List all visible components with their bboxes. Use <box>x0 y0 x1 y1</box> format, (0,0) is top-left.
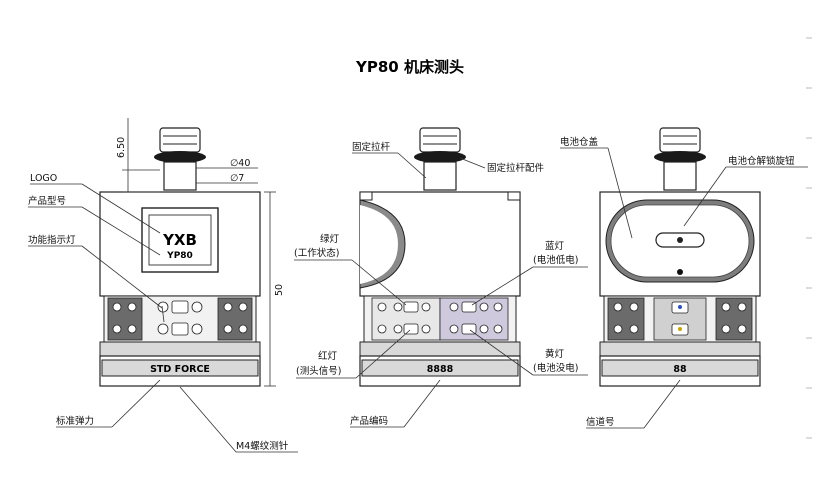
side-shank <box>419 127 461 153</box>
label-serial: 产品编码 <box>350 415 388 427</box>
label-cover: 电池仓盖 <box>560 136 599 148</box>
label-lock: 电池仓解锁旋钮 <box>728 155 795 167</box>
edge-ticks <box>806 37 812 439</box>
side-oring <box>414 151 466 163</box>
dim-total-height: 50 <box>274 284 285 296</box>
label-blue-2: (电池低电) <box>533 254 578 266</box>
front-dimensions: 6.50 ∅40 ∅7 50 <box>116 118 285 387</box>
label-rod-part: 固定拉杆配件 <box>487 162 545 174</box>
label-red-1: 红灯 <box>318 350 338 362</box>
side-labels: 固定拉杆 固定拉杆配件 绿灯 (工作状态) 蓝灯 (电池低电) 红灯 (测头信号… <box>294 141 588 428</box>
label-indicator: 功能指示灯 <box>28 234 76 246</box>
label-channel: 信道号 <box>586 416 615 428</box>
back-band-text: 88 <box>673 364 687 375</box>
label-model: 产品型号 <box>28 195 66 207</box>
model-text: YP80 <box>166 251 193 261</box>
label-green-1: 绿灯 <box>320 233 340 245</box>
front-shank <box>159 127 201 153</box>
front-led-cells <box>112 300 248 336</box>
front-band-top <box>99 341 261 357</box>
dim-diameter-small: ∅7 <box>230 173 244 184</box>
back-labels: 电池仓盖 电池仓解锁旋钮 信道号 <box>560 136 808 429</box>
back-view: 88 <box>599 127 761 387</box>
dim-top-height: 6.50 <box>116 137 127 158</box>
side-band-text: 8888 <box>427 364 454 375</box>
back-shank <box>659 127 701 153</box>
back-led-cells <box>613 301 747 336</box>
side-led-cells <box>377 301 503 335</box>
label-force: 标准弹力 <box>56 415 94 427</box>
label-red-2: (测头信号) <box>296 365 341 377</box>
back-neck <box>663 161 697 191</box>
front-oring <box>154 151 206 163</box>
front-neck <box>163 161 197 191</box>
label-yellow-2: (电池没电) <box>533 362 578 374</box>
dim-diameter-large: ∅40 <box>230 158 250 169</box>
label-blue-1: 蓝灯 <box>545 240 565 252</box>
front-band-text: STD FORCE <box>150 364 210 375</box>
logo-text: YXB <box>162 231 197 249</box>
diagram-title: YP80 机床测头 <box>355 58 464 76</box>
label-yellow-1: 黄灯 <box>545 348 565 360</box>
back-oring <box>654 151 706 163</box>
front-labels: LOGO 产品型号 功能指示灯 标准弹力 M4螺纹测针 <box>28 173 298 453</box>
label-thread: M4螺纹测针 <box>236 440 289 452</box>
label-green-2: (工作状态) <box>294 247 339 259</box>
label-rod: 固定拉杆 <box>352 141 391 153</box>
side-neck <box>423 161 457 191</box>
front-view: YXB YP80 STD FORCE <box>99 127 261 387</box>
label-logo: LOGO <box>30 173 57 184</box>
